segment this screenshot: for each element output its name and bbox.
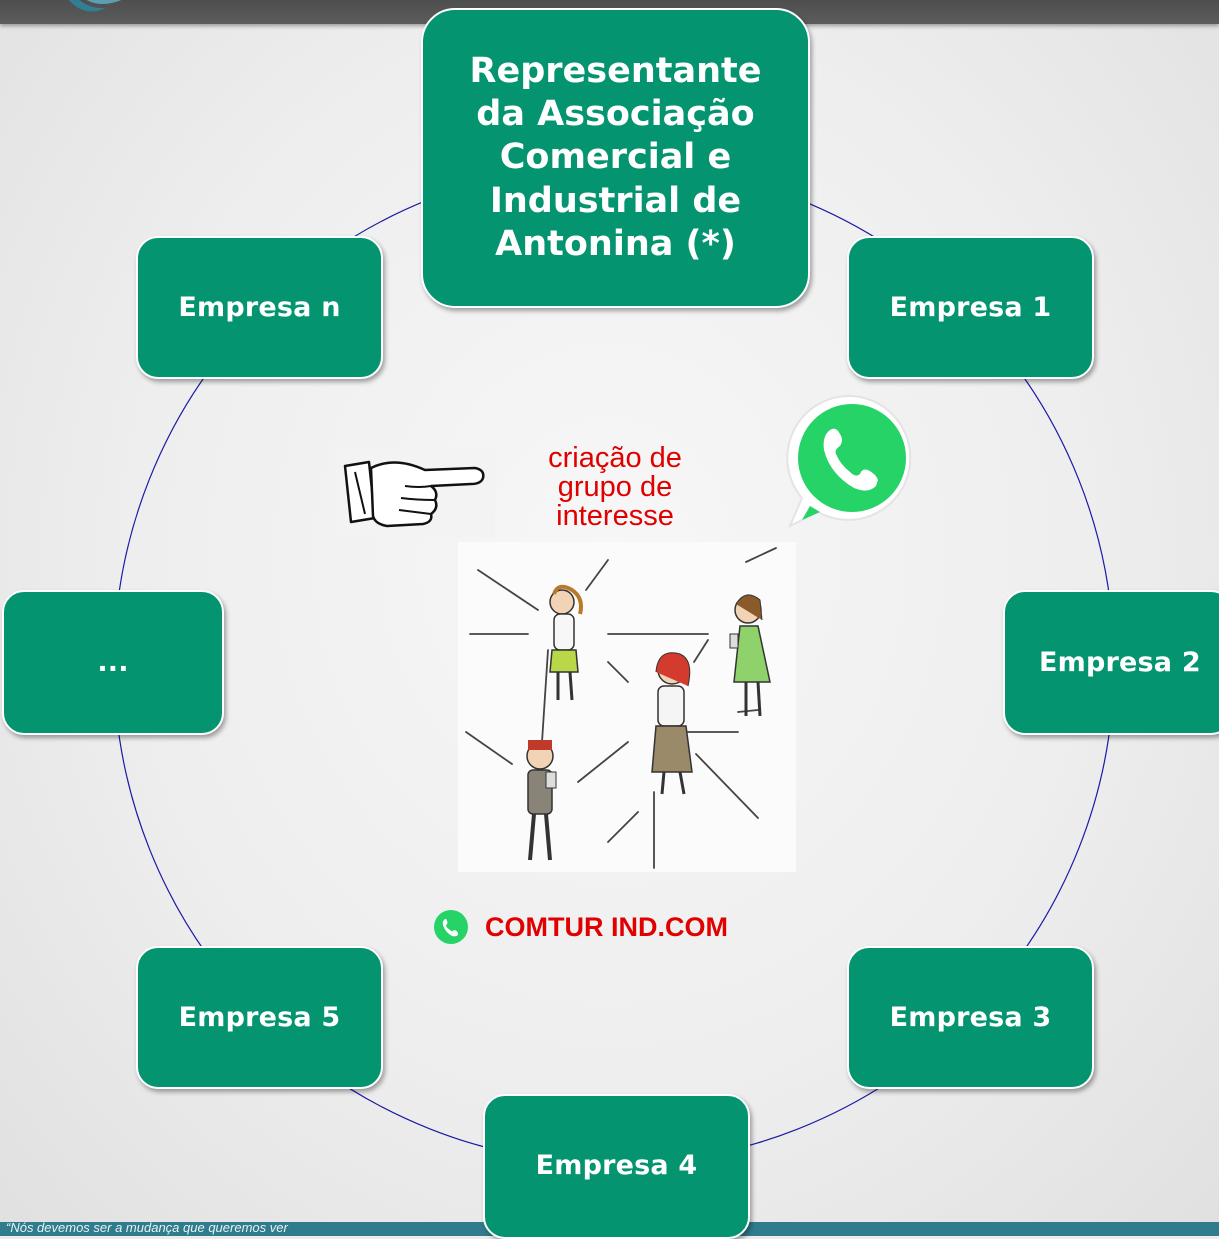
- people-with-phones-illustration: [458, 542, 796, 872]
- node-label: Empresa 4: [535, 1150, 698, 1181]
- pointing-hand-icon: [335, 448, 495, 538]
- node-label: ...: [97, 647, 129, 678]
- node-empresa-5: Empresa 5: [136, 946, 383, 1089]
- node-representante: Representante da Associação Comercial e …: [421, 8, 810, 308]
- node-empresa-4: Empresa 4: [483, 1094, 750, 1239]
- center-line: da Associação: [476, 93, 755, 134]
- node-label: Empresa 5: [178, 1002, 341, 1033]
- node-label: Empresa 3: [889, 1002, 1052, 1033]
- figure: [526, 740, 557, 861]
- annotation-line: grupo de: [557, 471, 673, 503]
- annotation-line: criação de: [548, 442, 682, 474]
- contact-text: COMTUR IND.COM: [485, 911, 728, 942]
- footer-quote: “Nós devemos ser a mudança que queremos …: [6, 1220, 288, 1235]
- center-line: Comercial e: [499, 137, 732, 178]
- node-label: Empresa 2: [1039, 647, 1201, 678]
- node-label: Empresa n: [178, 292, 341, 323]
- node-empresa-n: Empresa n: [136, 236, 383, 379]
- node-empresa-1: Empresa 1: [847, 236, 1094, 379]
- figure: [549, 584, 583, 701]
- center-line: Industrial de: [489, 180, 742, 221]
- figure: [651, 652, 693, 795]
- logo: [68, 0, 122, 12]
- node-label: Empresa 1: [889, 292, 1052, 323]
- whatsapp-icon: [434, 910, 468, 944]
- whatsapp-icon: [786, 394, 912, 529]
- group-creation-annotation: criação de grupo de interesse: [530, 444, 700, 531]
- node-ellipsis: ...: [2, 590, 224, 735]
- node-empresa-3: Empresa 3: [847, 946, 1094, 1089]
- center-line: Antonina (*): [495, 224, 736, 265]
- center-node-text: Representante da Associação Comercial e …: [470, 50, 762, 267]
- figure: [729, 594, 771, 717]
- annotation-line: interesse: [556, 500, 674, 532]
- contact-row: COMTUR IND.COM: [433, 904, 728, 950]
- node-empresa-2: Empresa 2: [1003, 590, 1219, 735]
- center-line: Representante: [469, 50, 762, 91]
